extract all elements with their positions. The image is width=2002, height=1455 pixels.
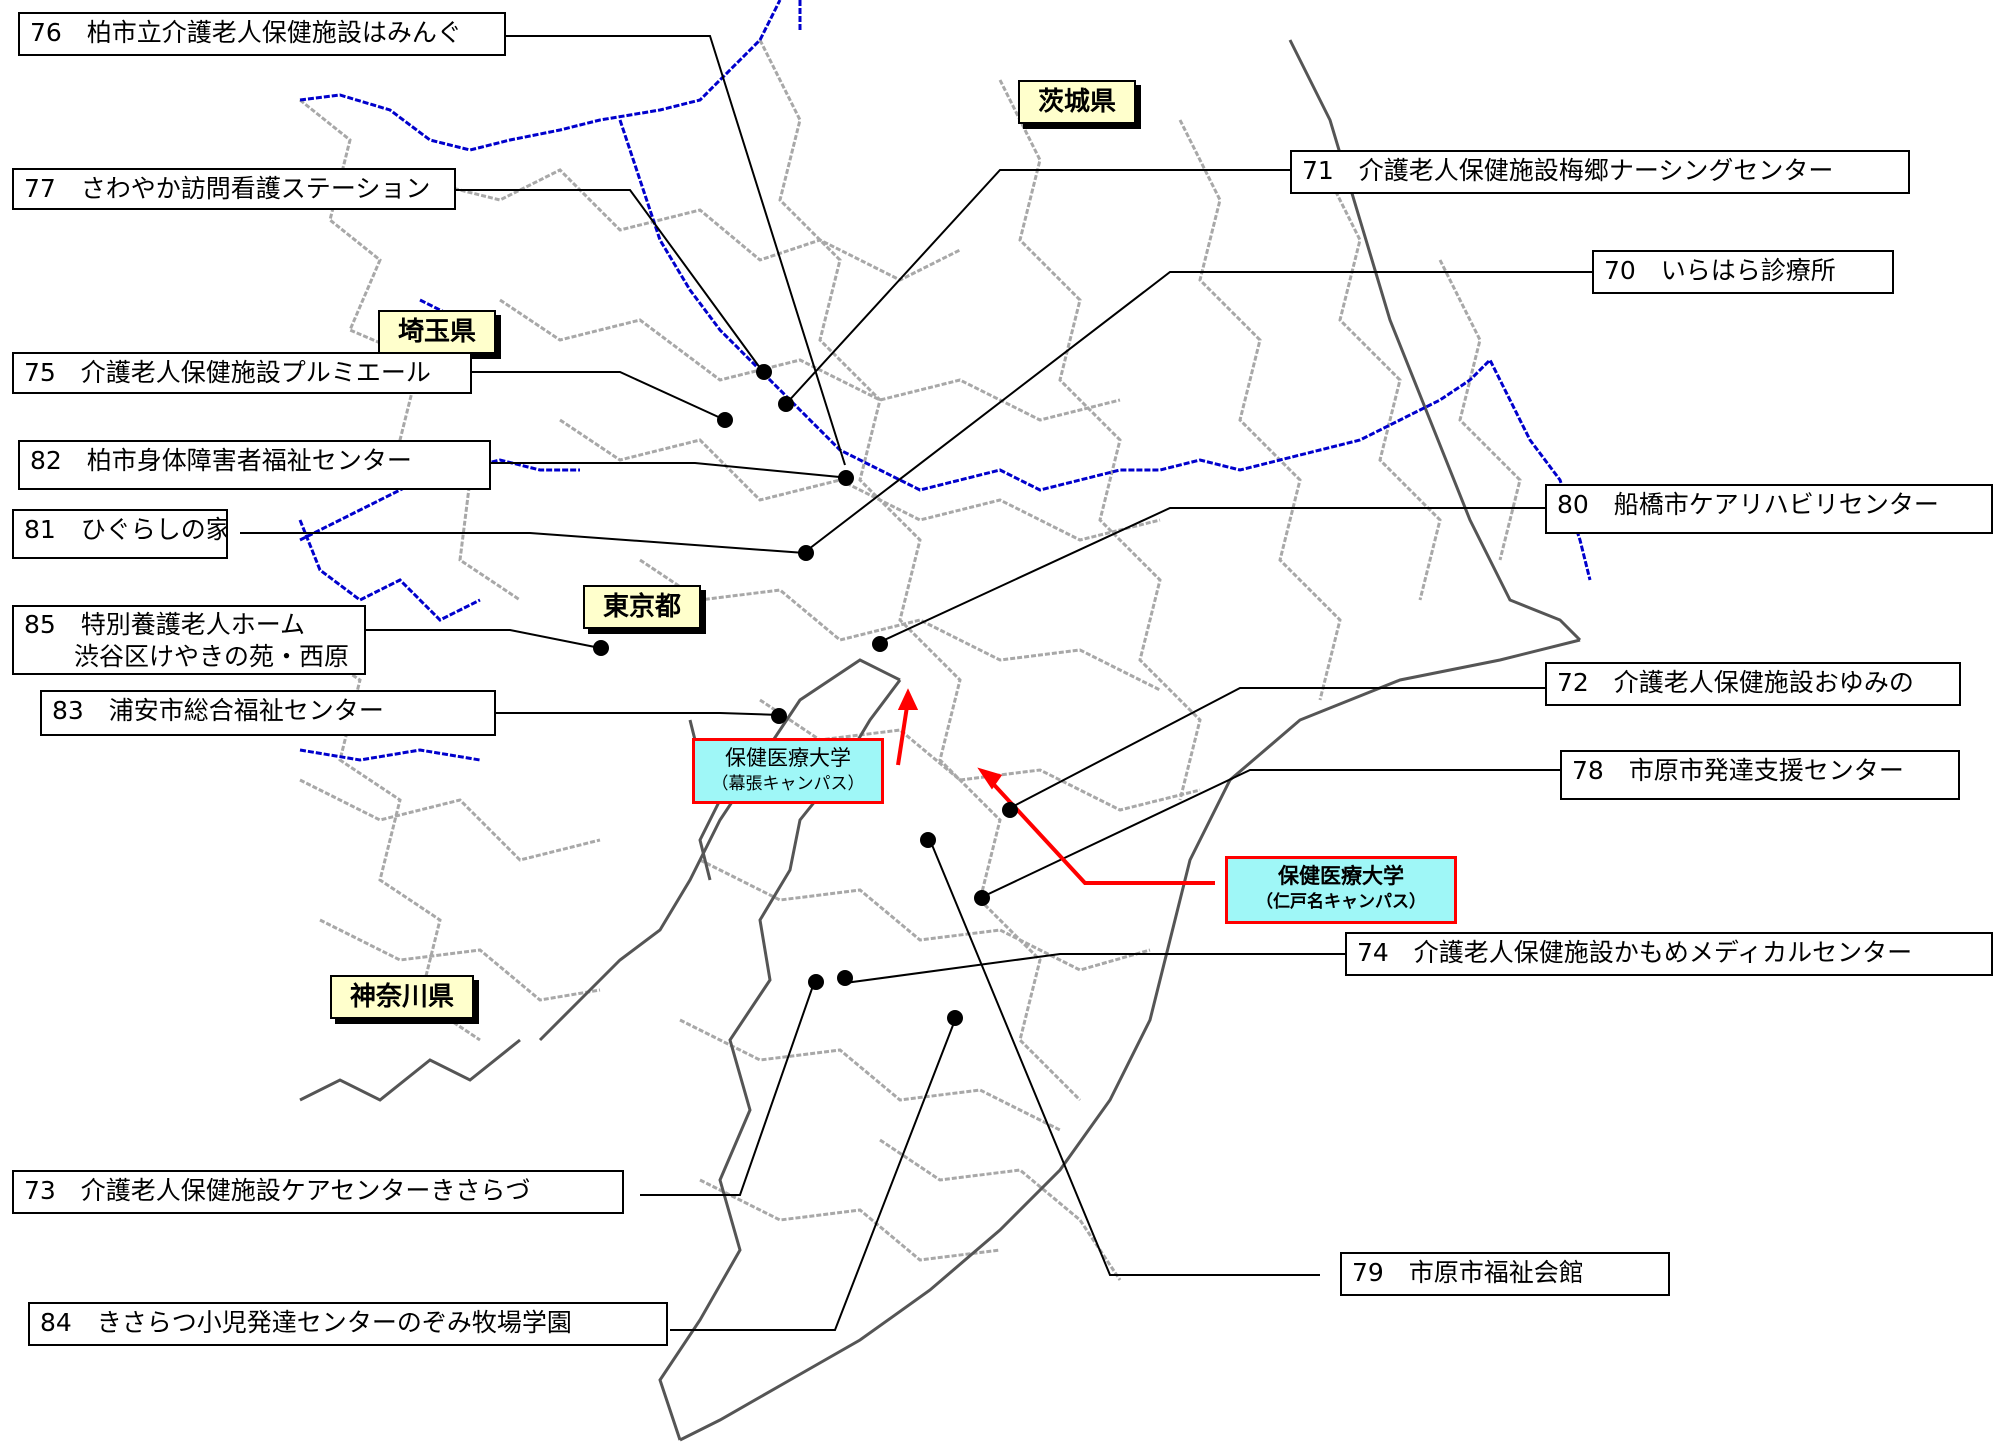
pref-saitama: 埼玉県 xyxy=(378,310,497,354)
campus-niina: 保健医療大学 （仁戸名キャンパス） xyxy=(1225,856,1457,924)
facility-dots xyxy=(593,364,1018,1026)
label-f85-line2: 渋谷区けやきの苑・西原 xyxy=(24,642,350,671)
label-f82: 82 柏市身体障害者福祉センター xyxy=(18,440,491,490)
campus-makuhari: 保健医療大学 （幕張キャンパス） xyxy=(692,738,884,804)
dot-f84 xyxy=(947,1010,963,1026)
campus-makuhari-name: 保健医療大学 xyxy=(725,746,851,770)
dot-f71 xyxy=(778,396,794,412)
dot-f75 xyxy=(717,412,733,428)
pref-tokyo: 東京都 xyxy=(583,585,702,629)
label-f77: 77 さわやか訪問看護ステーション xyxy=(12,168,456,210)
label-f76: 76 柏市立介護老人保健施設はみんぐ xyxy=(18,12,506,56)
label-f71: 71 介護老人保健施設梅郷ナーシングセンター xyxy=(1290,150,1910,194)
dot-f74 xyxy=(837,970,853,986)
label-f80: 80 船橋市ケアリハビリセンター xyxy=(1545,484,1993,534)
label-f72: 72 介護老人保健施設おゆみの xyxy=(1545,662,1961,706)
campus-niina-sub: （仁戸名キャンパス） xyxy=(1256,892,1426,912)
dot-f85 xyxy=(593,640,609,656)
label-f85-line1: 85 特別養護老人ホーム xyxy=(24,610,306,639)
coastline xyxy=(299,39,1582,1442)
pref-ibaraki: 茨城県 xyxy=(1018,80,1137,124)
label-f73: 73 介護老人保健施設ケアセンターきさらづ xyxy=(12,1170,624,1214)
dot-f78 xyxy=(974,890,990,906)
label-f79: 79 市原市福祉会館 xyxy=(1340,1252,1670,1296)
label-f78: 78 市原市発達支援センター xyxy=(1560,750,1960,800)
label-f75: 75 介護老人保健施設プルミエール xyxy=(12,352,472,394)
label-f70: 70 いらはら診療所 xyxy=(1592,250,1894,294)
rivers xyxy=(298,0,1592,762)
dot-f79 xyxy=(920,832,936,848)
label-f85: 85 特別養護老人ホーム 渋谷区けやきの苑・西原 xyxy=(12,605,366,675)
leader-lines xyxy=(240,35,1592,1331)
campus-niina-name: 保健医療大学 xyxy=(1278,864,1404,888)
label-f81: 81 ひぐらしの家 xyxy=(12,509,228,559)
campus-pointers xyxy=(896,688,1215,885)
dot-f81 xyxy=(798,545,814,561)
municipal-boundaries xyxy=(299,39,1522,1281)
pref-kanagawa: 神奈川県 xyxy=(330,975,475,1019)
dot-f77 xyxy=(756,364,772,380)
dot-f80 xyxy=(872,636,888,652)
dot-f72 xyxy=(1002,802,1018,818)
label-f74: 74 介護老人保健施設かもめメディカルセンター xyxy=(1345,932,1993,976)
label-f83: 83 浦安市総合福祉センター xyxy=(40,690,496,736)
campus-makuhari-sub: （幕張キャンパス） xyxy=(711,774,865,794)
dot-f76 xyxy=(838,470,854,486)
label-f84: 84 きさらつ小児発達センターのぞみ牧場学園 xyxy=(28,1302,668,1346)
dot-f83 xyxy=(771,708,787,724)
dot-f73 xyxy=(808,974,824,990)
